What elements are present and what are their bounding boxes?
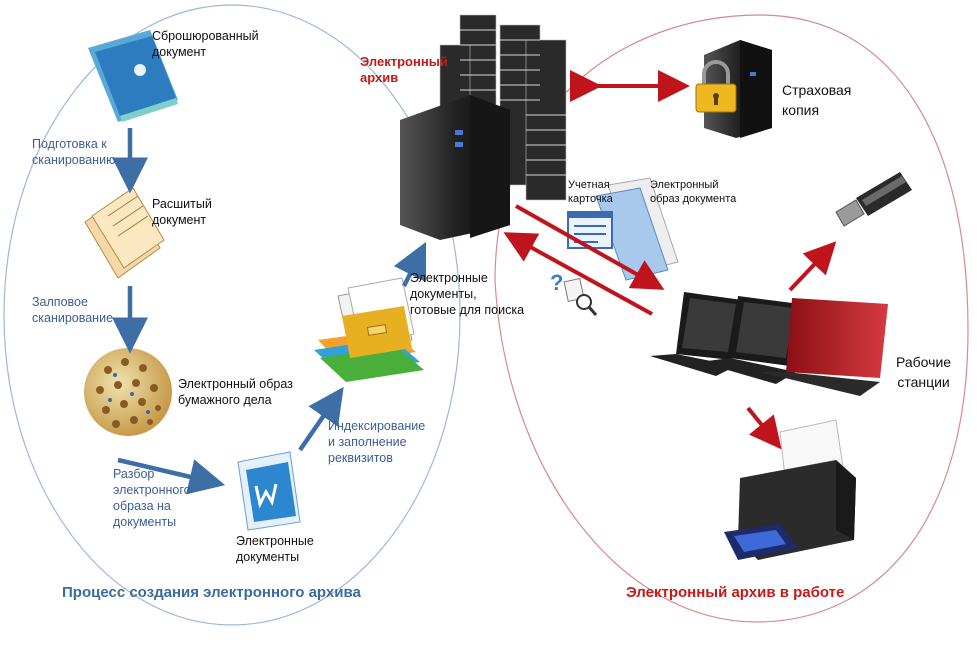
electronic-document-icon <box>237 451 301 531</box>
search-question-icon: ? <box>550 270 598 316</box>
svg-text:?: ? <box>550 270 563 295</box>
record-card-icon <box>567 177 679 281</box>
label-electronic-docs: Электронные документы <box>236 534 314 564</box>
label-workstations: Рабочие станции <box>896 354 952 390</box>
laptops-icon <box>650 292 888 396</box>
paper-stack-icon <box>84 187 165 279</box>
arrow-to-usb <box>788 241 837 292</box>
image-sphere-icon <box>84 348 172 436</box>
archive-work-boundary <box>494 14 969 623</box>
arrow-to-archive <box>393 241 427 288</box>
label-bound-document: Сброшюрованный документ <box>152 29 259 59</box>
caption-archive-in-work: Электронный архив в работе <box>626 584 845 601</box>
arrow-indexing <box>298 386 344 452</box>
usb-drive-icon <box>835 172 912 227</box>
arrow-to-workstations <box>515 204 665 290</box>
label-search-ready-docs: Электронные документы, готовые для поиск… <box>410 271 525 317</box>
folder-document-icon <box>88 30 178 122</box>
label-backup-copy: Страховая копия <box>782 82 852 118</box>
label-electronic-archive: Электронный архив <box>360 54 448 85</box>
arrow-to-printer <box>746 406 782 450</box>
label-unbound-document: Расшитый документ <box>152 197 212 227</box>
arrow-from-workstations <box>503 232 653 316</box>
arrow-parse-image <box>117 457 226 495</box>
label-batch-scan: Залповое сканирование <box>32 295 114 325</box>
creation-process-boundary <box>3 4 461 626</box>
printer-icon <box>724 419 856 560</box>
locked-server-icon <box>695 40 772 138</box>
label-prep-scan: Подготовка к сканированию <box>32 137 116 167</box>
label-image-document: Электронный образ документа <box>650 179 737 205</box>
file-cabinet-icon <box>314 277 424 382</box>
label-record-card: Учетная карточка <box>568 179 613 205</box>
label-indexing: Индексирование и заполнение реквизитов <box>328 419 426 465</box>
label-parse-image: Разбор электронного образа на документы <box>113 467 191 529</box>
server-tower-icon <box>400 14 567 240</box>
label-paper-image: Электронный образ бумажного дела <box>178 377 293 407</box>
caption-creation-process: Процесс создания электронного архива <box>62 584 361 601</box>
